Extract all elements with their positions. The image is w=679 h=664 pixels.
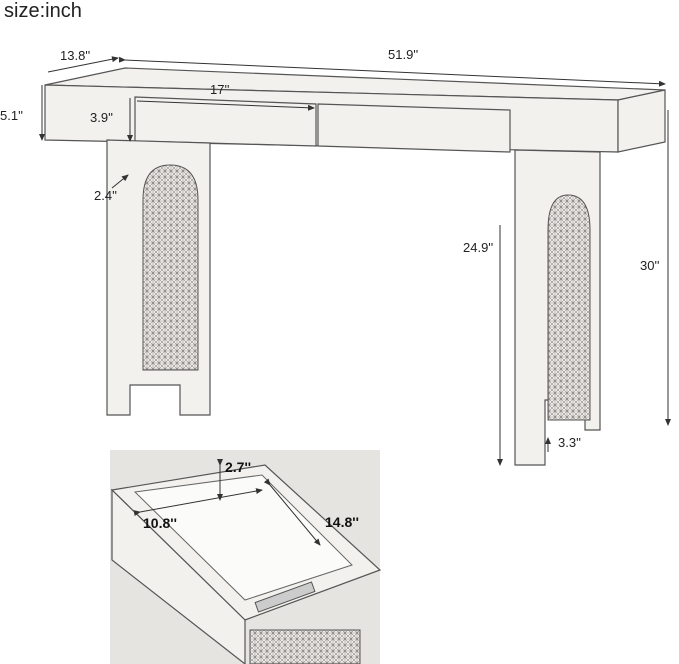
tabletop-side [617, 89, 666, 153]
total-height-label: 30'' [640, 258, 659, 273]
table-illustration [44, 67, 666, 466]
depth-label: 13.8'' [60, 48, 90, 63]
dimension-lines [39, 56, 671, 466]
clearance-height-label: 24.9'' [463, 240, 493, 255]
drawer-height-label: 3.9'' [90, 110, 113, 125]
foot-width-label: 3.3'' [558, 435, 581, 450]
width-label: 51.9'' [388, 47, 418, 62]
leg-thickness-label: 2.4'' [94, 188, 117, 203]
drawer-detail-inset [110, 450, 382, 664]
drawer-inner-length-label: 14.8'' [325, 514, 359, 530]
drawer-left [134, 96, 317, 147]
top-thickness-label: 5.1'' [0, 108, 23, 123]
drawer-inner-width-label: 10.8'' [143, 515, 177, 531]
drawer-right [317, 103, 511, 153]
drawer-width-label: 17'' [210, 82, 229, 97]
left-cane-panel [142, 164, 199, 371]
size-unit-title: size:inch [4, 0, 82, 22]
drawer-inner-depth-label: 2.7'' [225, 459, 251, 475]
right-cane-panel [547, 194, 591, 421]
